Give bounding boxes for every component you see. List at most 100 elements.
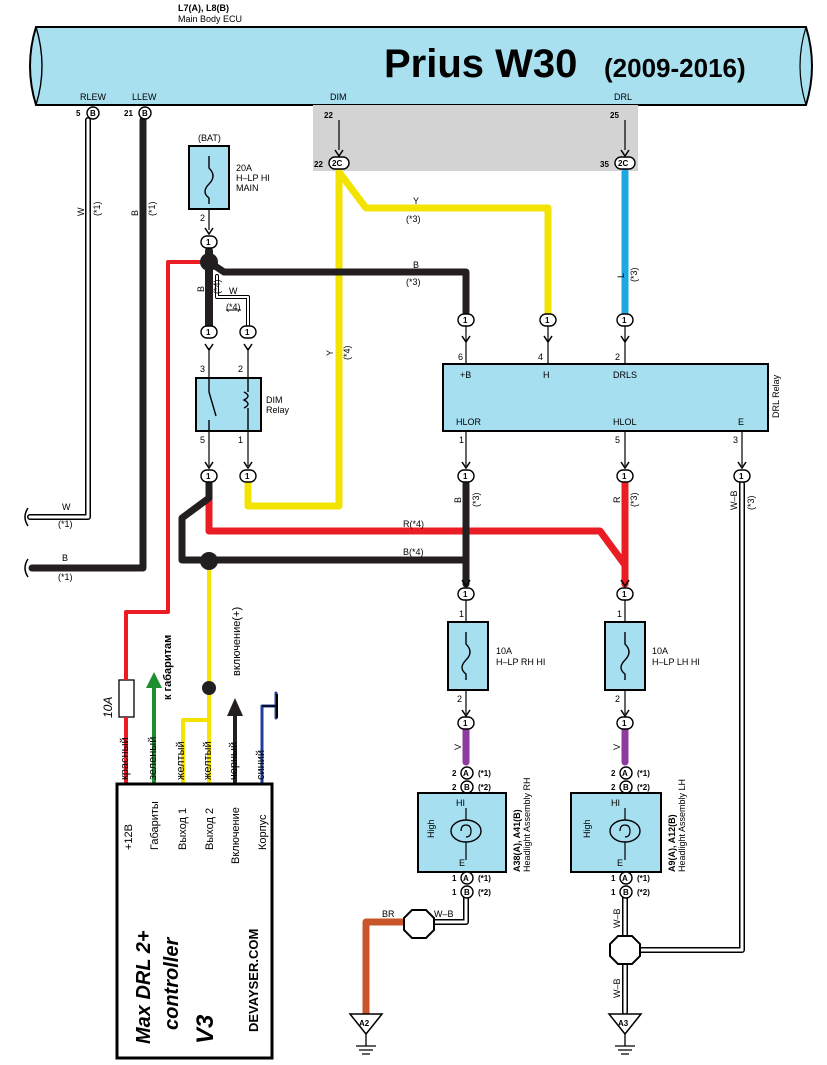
controller-title: Max DRL 2+ xyxy=(133,930,155,1044)
svg-text:10A: 10A xyxy=(101,697,115,718)
svg-text:10A: 10A xyxy=(496,646,512,656)
svg-text:1: 1 xyxy=(245,472,250,481)
svg-text:Relay: Relay xyxy=(266,405,290,415)
svg-text:HLOR: HLOR xyxy=(456,417,482,427)
controller-version: V3 xyxy=(192,1014,219,1044)
svg-text:2: 2 xyxy=(615,352,620,362)
svg-text:H: H xyxy=(543,370,550,380)
svg-text:B: B xyxy=(453,497,463,503)
svg-text:1: 1 xyxy=(459,609,464,619)
svg-text:1: 1 xyxy=(739,472,744,481)
svg-text:(*1): (*1) xyxy=(478,874,491,883)
wire-wb-e xyxy=(637,481,745,953)
wire-break-mark xyxy=(24,558,29,578)
svg-text:22: 22 xyxy=(324,111,333,120)
controller-box xyxy=(115,782,274,1060)
label-enable: включение(+) xyxy=(231,607,243,676)
svg-text:R: R xyxy=(612,496,622,503)
controller-subtitle: controller xyxy=(161,937,183,1030)
svg-text:Выход 1: Выход 1 xyxy=(177,808,189,850)
title-years: (2009-2016) xyxy=(604,53,746,83)
svg-text:Включение: Включение xyxy=(230,807,242,864)
wire-b-llew xyxy=(28,116,147,572)
wire-y-dim-to-relay xyxy=(244,168,343,510)
svg-text:(*1): (*1) xyxy=(637,769,650,778)
svg-text:4: 4 xyxy=(538,352,543,362)
svg-text:22: 22 xyxy=(314,160,323,169)
svg-text:(*1): (*1) xyxy=(58,572,73,582)
svg-text:W: W xyxy=(62,502,71,512)
wire-b-to-drl xyxy=(205,258,470,316)
svg-text:B: B xyxy=(464,888,470,897)
svg-text:(*3): (*3) xyxy=(406,214,421,224)
svg-text:1: 1 xyxy=(206,328,211,337)
wire-break-mark xyxy=(24,507,29,527)
svg-text:2: 2 xyxy=(457,694,462,704)
svg-text:B: B xyxy=(62,553,68,563)
svg-text:(*4): (*4) xyxy=(212,279,222,294)
svg-text:W–B: W–B xyxy=(434,909,454,919)
wire-br xyxy=(362,918,410,1018)
headlight-assembly-lh: 2 A (*1) 2 B (*2) HI High E A9(A), A12(B… xyxy=(570,766,687,899)
svg-text:черный: черный xyxy=(228,742,240,780)
svg-text:красный: красный xyxy=(119,737,131,780)
svg-text:2: 2 xyxy=(452,769,457,778)
svg-text:E: E xyxy=(459,858,465,868)
svg-text:зеленый: зеленый xyxy=(147,737,159,780)
svg-text:21: 21 xyxy=(124,109,133,118)
svg-text:E: E xyxy=(617,858,623,868)
svg-text:1: 1 xyxy=(206,238,211,247)
svg-text:(*2): (*2) xyxy=(637,888,650,897)
svg-text:A: A xyxy=(463,874,469,883)
svg-text:1: 1 xyxy=(617,609,622,619)
svg-text:1: 1 xyxy=(622,316,627,325)
svg-text:+B: +B xyxy=(460,370,471,380)
svg-text:1: 1 xyxy=(245,328,250,337)
svg-text:Габариты: Габариты xyxy=(149,801,161,850)
svg-text:2: 2 xyxy=(238,364,243,374)
svg-text:1: 1 xyxy=(545,316,550,325)
arrow-up-icon xyxy=(146,672,162,688)
wire-labels: W (*1) B (*1) W (*1) B (*1) Y (*3) B (*3… xyxy=(58,196,756,998)
svg-text:High: High xyxy=(582,819,592,838)
svg-text:(*1): (*1) xyxy=(478,769,491,778)
svg-text:BR: BR xyxy=(382,909,395,919)
dim-relay: 1 1 3 2 DIM Relay 5 1 1 1 xyxy=(195,325,290,483)
svg-text:1: 1 xyxy=(622,719,627,728)
ecu-connector-area xyxy=(313,105,638,171)
svg-text:(*3): (*3) xyxy=(629,267,639,282)
svg-text:DRLS: DRLS xyxy=(613,370,637,380)
svg-text:5: 5 xyxy=(615,435,620,445)
svg-text:W–B: W–B xyxy=(612,978,622,998)
svg-text:W–B: W–B xyxy=(729,490,739,510)
svg-text:R(*4): R(*4) xyxy=(403,519,424,529)
splice-octagon xyxy=(609,935,641,965)
svg-text:2: 2 xyxy=(200,213,205,223)
svg-text:2C: 2C xyxy=(332,159,342,168)
svg-text:1: 1 xyxy=(463,590,468,599)
svg-text:(*4): (*4) xyxy=(342,345,352,360)
svg-text:1: 1 xyxy=(622,472,627,481)
svg-text:25: 25 xyxy=(610,111,619,120)
svg-text:(*3): (*3) xyxy=(471,492,481,507)
svg-text:W: W xyxy=(76,207,86,216)
svg-text:1: 1 xyxy=(463,316,468,325)
svg-text:B: B xyxy=(623,783,629,792)
svg-text:3: 3 xyxy=(733,435,738,445)
svg-text:1: 1 xyxy=(463,472,468,481)
svg-text:B: B xyxy=(142,109,148,118)
svg-text:+12B: +12B xyxy=(123,824,135,850)
svg-text:1: 1 xyxy=(622,590,627,599)
svg-text:(*4): (*4) xyxy=(226,302,241,312)
svg-text:1: 1 xyxy=(238,435,243,445)
ecu-connector-ids: L7(A), L8(B) xyxy=(178,3,229,13)
svg-text:Headlight Assembly LH: Headlight Assembly LH xyxy=(677,779,687,872)
svg-text:L: L xyxy=(616,273,626,278)
wire-y-dim-to-drl xyxy=(335,168,552,316)
page-title: Prius W30 xyxy=(384,42,577,86)
svg-text:(*1): (*1) xyxy=(637,874,650,883)
svg-text:20A: 20A xyxy=(236,163,252,173)
svg-text:B: B xyxy=(464,783,470,792)
ground-a3: A3 xyxy=(607,1013,643,1055)
svg-text:A: A xyxy=(463,769,469,778)
